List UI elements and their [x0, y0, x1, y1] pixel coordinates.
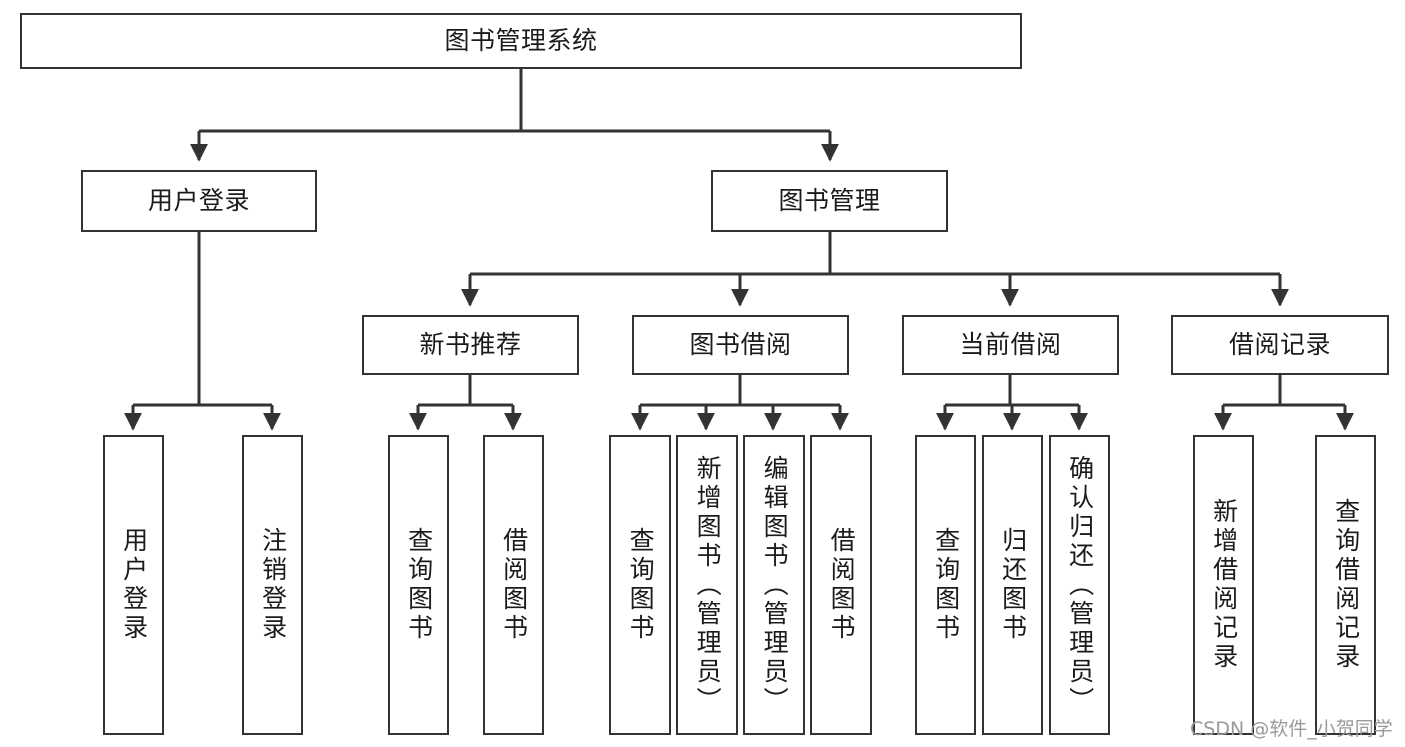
node-label: 当前借阅 [959, 330, 1062, 360]
node-borrow-record[interactable]: 借阅记录 [1171, 315, 1389, 375]
node-label: 新增借阅记录 [1209, 498, 1239, 672]
node-label: 注销登录 [258, 527, 288, 643]
leaf-current-confirm-return-admin[interactable]: 确认归还（管理员） [1049, 435, 1110, 735]
leaf-recommend-borrow-book[interactable]: 借阅图书 [483, 435, 544, 735]
node-label: 新增图书（管理员） [693, 454, 723, 716]
leaf-borrow-add-book-admin[interactable]: 新增图书（管理员） [676, 435, 738, 735]
node-label: 图书管理系统 [444, 26, 598, 56]
node-label: 借阅图书 [827, 527, 857, 643]
leaf-record-add-borrow-record[interactable]: 新增借阅记录 [1193, 435, 1254, 735]
node-label: 查询图书 [404, 527, 434, 643]
node-label: 确认归还（管理员） [1065, 454, 1095, 716]
leaf-user-logout[interactable]: 注销登录 [242, 435, 303, 735]
leaf-user-login[interactable]: 用户登录 [103, 435, 164, 735]
node-root-system[interactable]: 图书管理系统 [20, 13, 1022, 69]
node-label: 图书管理 [778, 186, 881, 216]
leaf-record-query-borrow-record[interactable]: 查询借阅记录 [1315, 435, 1376, 735]
node-label: 用户登录 [119, 527, 149, 643]
node-label: 新书推荐 [419, 330, 522, 360]
node-label: 查询借阅记录 [1331, 498, 1361, 672]
leaf-borrow-borrow-book[interactable]: 借阅图书 [810, 435, 872, 735]
node-label: 查询图书 [931, 527, 961, 643]
leaf-borrow-edit-book-admin[interactable]: 编辑图书（管理员） [743, 435, 805, 735]
node-label: 归还图书 [998, 527, 1028, 643]
node-label: 借阅图书 [499, 527, 529, 643]
node-label: 查询图书 [626, 527, 656, 643]
node-label: 借阅记录 [1228, 330, 1331, 360]
node-label: 用户登录 [147, 186, 250, 216]
leaf-recommend-query-book[interactable]: 查询图书 [388, 435, 449, 735]
leaf-current-query-book[interactable]: 查询图书 [915, 435, 976, 735]
leaf-current-return-book[interactable]: 归还图书 [982, 435, 1043, 735]
node-current-borrow[interactable]: 当前借阅 [902, 315, 1119, 375]
watermark-text: CSDN @软件_小贺同学 [1190, 718, 1393, 740]
node-user-login[interactable]: 用户登录 [81, 170, 317, 232]
node-label: 图书借阅 [689, 330, 792, 360]
node-book-management[interactable]: 图书管理 [711, 170, 948, 232]
node-new-book-recommend[interactable]: 新书推荐 [362, 315, 579, 375]
node-label: 编辑图书（管理员） [760, 454, 790, 716]
leaf-borrow-query-book[interactable]: 查询图书 [609, 435, 671, 735]
node-book-borrow[interactable]: 图书借阅 [632, 315, 849, 375]
